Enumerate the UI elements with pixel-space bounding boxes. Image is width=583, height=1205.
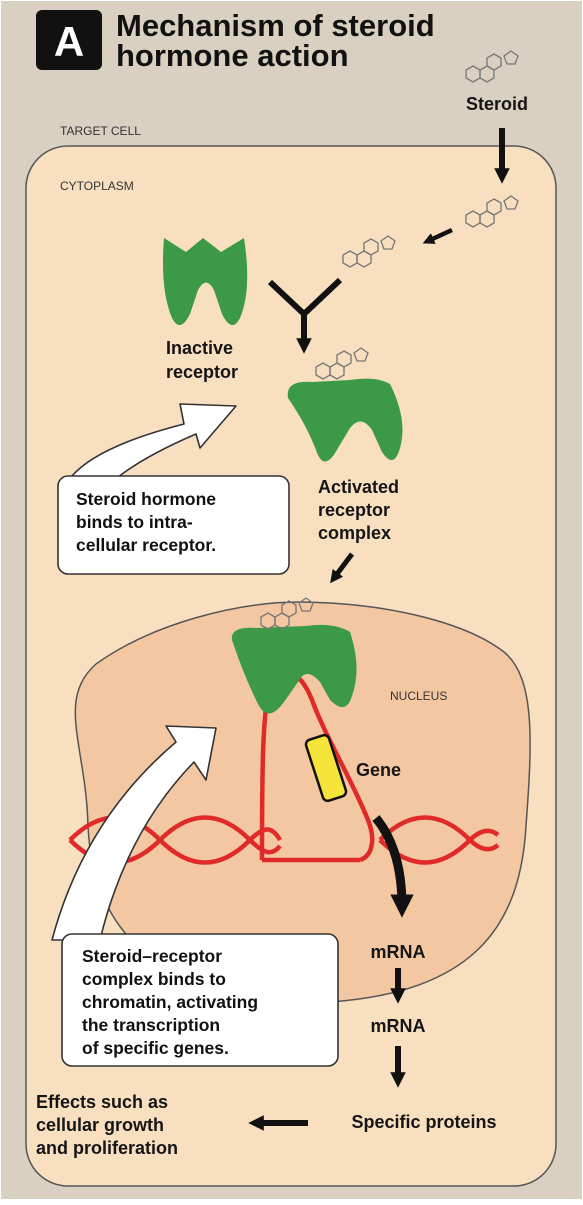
- steroid-diffusion-arrow: [422, 227, 453, 244]
- callout-chromatin-line-2: complex binds to: [82, 969, 226, 989]
- gene-label: Gene: [356, 760, 401, 780]
- callout-chromatin-line-5: of specific genes.: [82, 1038, 229, 1058]
- callout-chromatin-line-4: the transcription: [82, 1015, 220, 1035]
- panel-letter-box: [36, 10, 102, 70]
- inactive-receptor-label-2: receptor: [166, 362, 238, 382]
- callout-binding-line-1: Steroid hormone: [76, 489, 216, 509]
- mrna-nucleus-label: mRNA: [370, 942, 425, 962]
- target-cell-label: TARGET CELL: [60, 124, 141, 138]
- callout-chromatin-line-3: chromatin, activating: [82, 992, 258, 1012]
- chromatin-bound-receptor: [231, 624, 357, 714]
- activated-label-3: complex: [318, 523, 391, 543]
- gene-segment: [304, 733, 348, 803]
- callout-arrow-binding: [71, 403, 237, 483]
- callout-box-chromatin: [61, 933, 339, 1067]
- effects-label-3: and proliferation: [36, 1138, 178, 1158]
- transcription-arrow: [372, 815, 414, 918]
- steroid-label: Steroid: [466, 94, 528, 114]
- title-line-2: hormone action: [116, 38, 349, 73]
- effects-label-1: Effects such as: [36, 1092, 168, 1112]
- callout-chromatin-line-1: Steroid–receptor: [82, 946, 222, 966]
- callout-arrow-chromatin: [51, 725, 217, 941]
- dna-loop: [259, 670, 375, 863]
- activated-label-2: receptor: [318, 500, 390, 520]
- specific-proteins-label: Specific proteins: [351, 1112, 496, 1132]
- mrna-cytoplasm-label: mRNA: [370, 1016, 425, 1036]
- panel-letter: A: [54, 18, 84, 65]
- inactive-receptor-label-1: Inactive: [166, 338, 233, 358]
- effects-label-2: cellular growth: [36, 1115, 164, 1135]
- cytoplasm-label: CYTOPLASM: [60, 179, 134, 193]
- callout-binding-line-2: binds to intra-: [76, 512, 193, 532]
- inactive-receptor: [163, 238, 248, 326]
- activated-receptor: [287, 378, 403, 462]
- nucleus-label: NUCLEUS: [390, 689, 447, 703]
- activated-label-1: Activated: [318, 477, 399, 497]
- callout-binding-line-3: cellular receptor.: [76, 535, 216, 555]
- binding-merge-arrow: [267, 277, 343, 346]
- nucleus-entry-arrow: [330, 552, 354, 584]
- title-line-1: Mechanism of steroid: [116, 8, 435, 43]
- callout-box-binding: [57, 475, 290, 575]
